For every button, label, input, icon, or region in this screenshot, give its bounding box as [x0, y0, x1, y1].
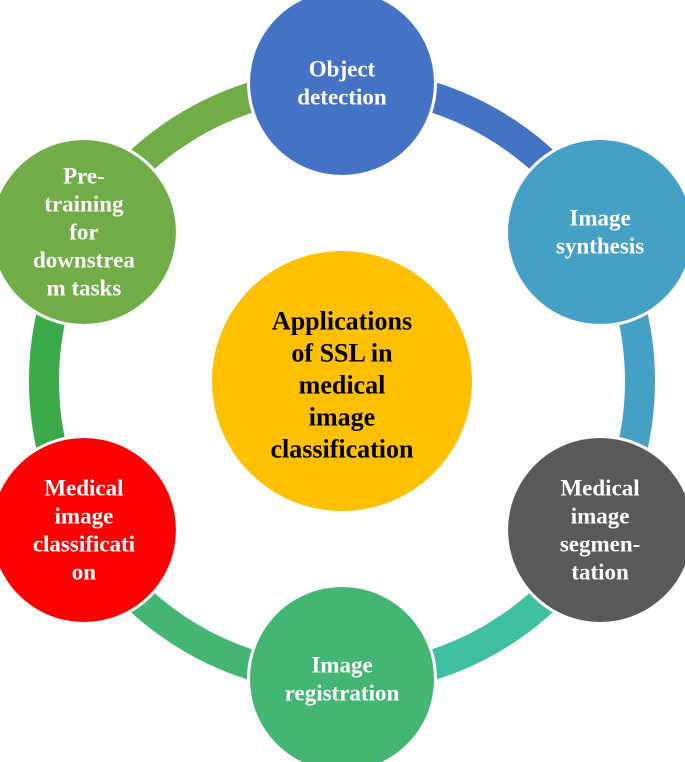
node-pre-training-downstream-label-line-4: downstrea [33, 248, 135, 273]
node-image-registration-circle [250, 587, 434, 762]
node-pre-training-downstream-circle [0, 140, 176, 324]
center-label-line-1: Applications [272, 307, 412, 336]
node-image-registration-label-line-1: Image [311, 653, 372, 678]
node-object-detection-label-line-2: detection [297, 85, 387, 110]
node-medical-image-segmentation-label-line-2: image [571, 504, 630, 529]
node-image-synthesis-label-line-2: synthesis [556, 234, 644, 259]
node-medical-image-classification-label-line-4: on [72, 560, 97, 585]
center-label-line-5: classification [271, 435, 415, 464]
node-medical-image-segmentation-circle [508, 438, 685, 622]
node-object-detection: Object detection [247, 0, 437, 178]
node-object-detection-circle [250, 0, 434, 175]
node-medical-image-classification-circle [0, 438, 176, 622]
node-image-synthesis-label-line-1: Image [569, 206, 630, 231]
node-object-detection-label-line-1: Object [309, 57, 376, 82]
node-medical-image-classification-label-line-2: image [55, 504, 114, 529]
node-pre-training-downstream-label-line-1: Pre- [63, 164, 105, 189]
node-pre-training-downstream-label-line-2: training [44, 192, 124, 217]
node-pre-training-downstream: Pre-training for downstrea m tasks [0, 137, 179, 327]
center-node: Applications of SSL in medical image classif… [212, 251, 472, 511]
center-label-line-4: image [309, 403, 375, 432]
center-label-line-2: of SSL in [291, 339, 393, 368]
node-medical-image-segmentation-label-line-4: tation [571, 560, 629, 585]
node-image-synthesis: Image synthesis [505, 137, 685, 327]
node-medical-image-classification-label-line-3: classificati [33, 532, 136, 557]
node-image-registration: Image registration [247, 584, 437, 762]
center-label-line-3: medical [299, 371, 386, 400]
node-image-synthesis-circle [508, 140, 685, 324]
node-pre-training-downstream-label-line-5: m tasks [47, 276, 122, 301]
node-medical-image-segmentation: Medical image segmen-tation [505, 435, 685, 625]
node-image-registration-label-line-2: registration [285, 681, 400, 706]
node-medical-image-classification-label-line-1: Medical [44, 476, 123, 501]
center-circle [212, 251, 472, 511]
node-medical-image-segmentation-label-line-1: Medical [560, 476, 639, 501]
node-medical-image-segmentation-label-line-3: segmen- [560, 532, 640, 557]
node-medical-image-classification: Medical image classificati on [0, 435, 179, 625]
node-pre-training-downstream-label-line-3: for [69, 220, 98, 245]
